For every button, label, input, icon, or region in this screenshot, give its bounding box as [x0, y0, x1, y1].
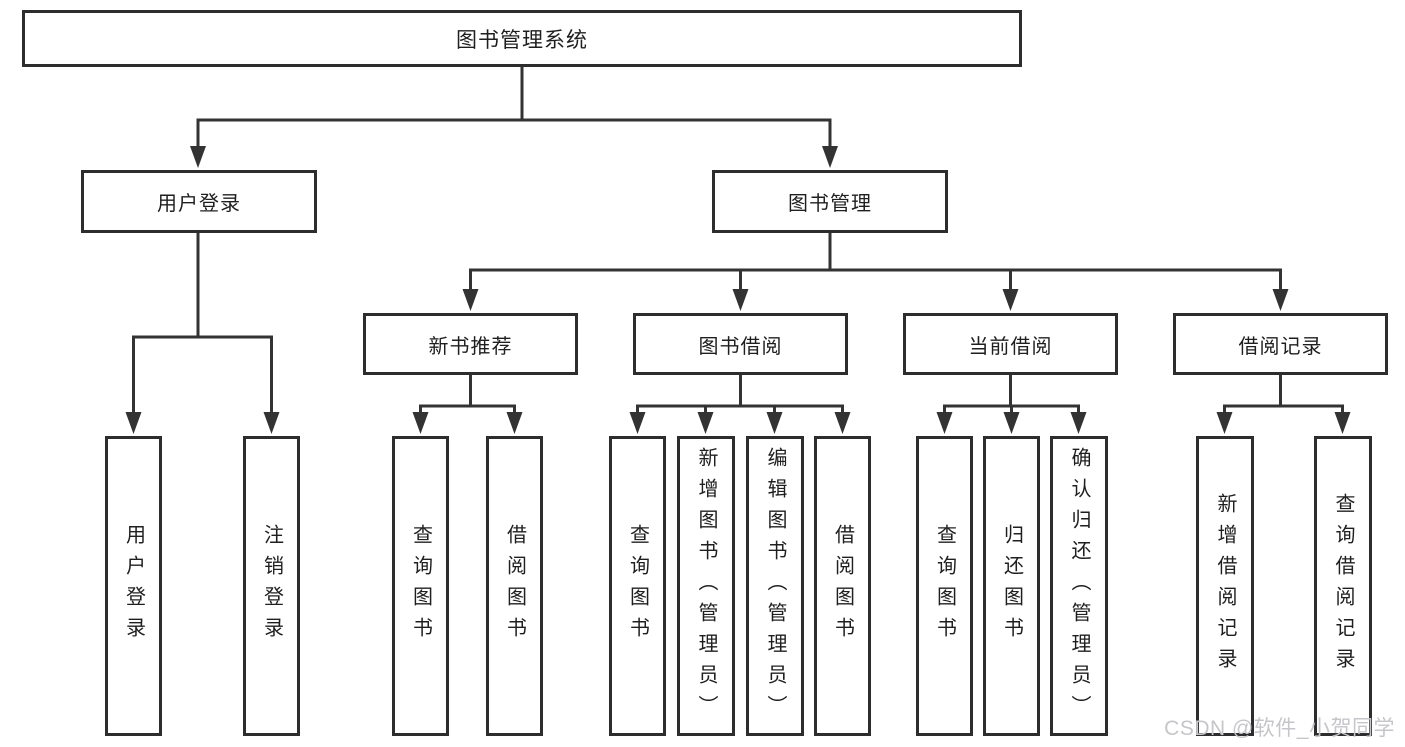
leaf-label: 查询图书: [409, 524, 432, 648]
leaf-user-login: 用户登录: [105, 436, 162, 736]
leaf-label: 用户登录: [122, 524, 145, 648]
node-new-book-recommend: 新书推荐: [363, 313, 578, 375]
leaf-query-books-recommend: 查询图书: [392, 436, 449, 736]
leaf-label: 确认归还（管理员）: [1068, 446, 1090, 726]
leaf-label: 查询图书: [626, 524, 649, 648]
node-library-management-system: 图书管理系统: [22, 10, 1022, 67]
leaf-edit-books-admin: 编辑图书（管理员）: [746, 436, 804, 736]
leaf-borrow-books-recommend: 借阅图书: [486, 436, 543, 736]
leaf-label: 新增图书（管理员）: [695, 446, 717, 726]
csdn-watermark: CSDN @软件_小贺同学: [1164, 717, 1395, 740]
node-book-borrowing: 图书借阅: [633, 313, 848, 375]
leaf-query-borrow-record: 查询借阅记录: [1314, 436, 1372, 736]
node-book-management: 图书管理: [712, 170, 948, 233]
leaf-label: 归还图书: [1000, 524, 1023, 648]
leaf-label: 注销登录: [260, 524, 283, 648]
leaf-add-borrow-record: 新增借阅记录: [1196, 436, 1254, 736]
leaf-logout: 注销登录: [243, 436, 300, 736]
leaf-query-books-borrowing: 查询图书: [609, 436, 666, 736]
leaf-label: 借阅图书: [503, 524, 526, 648]
leaf-borrow-books: 借阅图书: [814, 436, 871, 736]
node-user-login: 用户登录: [81, 170, 317, 233]
leaf-query-books-current: 查询图书: [916, 436, 973, 736]
node-current-borrowing: 当前借阅: [903, 313, 1118, 375]
leaf-label: 查询图书: [933, 524, 956, 648]
leaf-add-books-admin: 新增图书（管理员）: [677, 436, 735, 736]
leaf-confirm-return-admin: 确认归还（管理员）: [1050, 436, 1108, 736]
node-borrowing-records: 借阅记录: [1173, 313, 1388, 375]
leaf-label: 借阅图书: [831, 524, 854, 648]
leaf-label: 查询借阅记录: [1332, 493, 1354, 679]
leaf-label: 编辑图书（管理员）: [764, 446, 786, 726]
leaf-return-books: 归还图书: [983, 436, 1040, 736]
leaf-label: 新增借阅记录: [1214, 493, 1236, 679]
